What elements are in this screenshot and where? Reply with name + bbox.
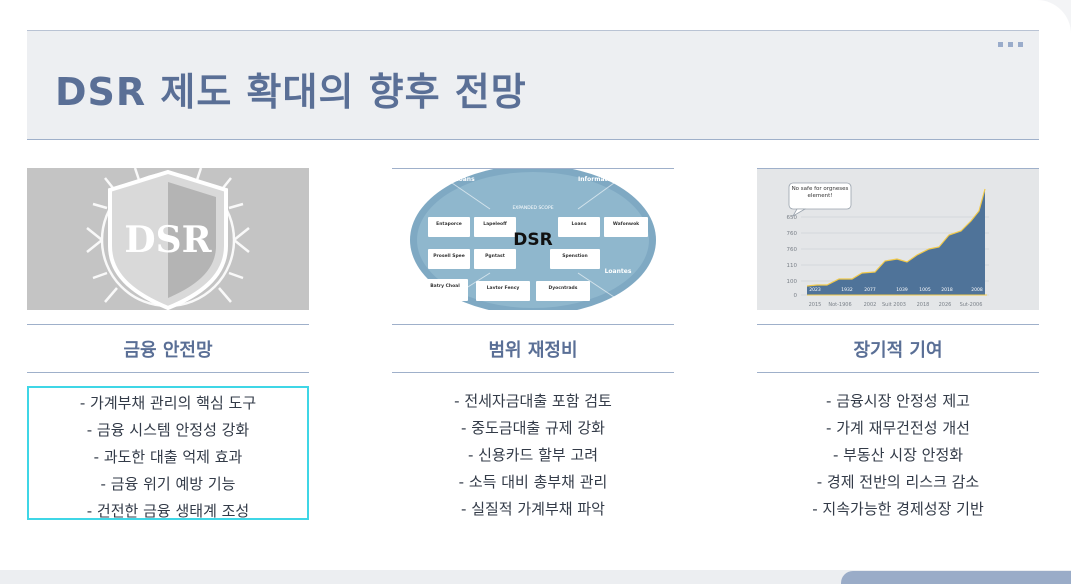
- bullet-item: - 지속가능한 경제성장 기반: [812, 500, 984, 518]
- x-tick: 2026: [939, 302, 952, 308]
- box-label: Entaporce: [436, 221, 462, 227]
- x-tick: Suit 2003: [882, 302, 906, 308]
- chart-inner-label: 2008: [971, 287, 983, 293]
- bullet-item: - 가계부채 관리의 핵심 도구: [79, 394, 257, 412]
- heading-box: 범위 재정비: [392, 324, 674, 373]
- y-tick: 0: [794, 293, 798, 299]
- bullet-item: - 금융 위기 예방 기능: [100, 475, 236, 493]
- chart-inner-label: 1932: [841, 287, 853, 293]
- chart-callout: No safe for orgneses element!: [791, 186, 849, 199]
- x-tick: 2018: [917, 302, 930, 308]
- chart-inner-label: 1039: [896, 287, 908, 293]
- more-dots-icon: [998, 42, 1023, 47]
- chart-inner-label: 1005: [919, 287, 931, 293]
- shield-icon: DSR: [86, 168, 250, 310]
- dsr-shield-image: DSR: [27, 168, 309, 310]
- scope-diagram-svg: Training Loans Informative Sdecings Loan…: [410, 169, 656, 310]
- bullet-list: - 전세자금대출 포함 검토 - 중도금대출 규제 강화 - 신용카드 할부 고…: [392, 386, 674, 520]
- growth-chart-image: 650 760 760 110 100 0 2023 1932 2077 103…: [757, 168, 1039, 310]
- x-tick: 2015: [809, 302, 822, 308]
- bullet-item: - 신용카드 할부 고려: [467, 446, 599, 464]
- slide: DSR 제도 확대의 향후 전망 DSR 금융 안전망: [0, 0, 1071, 570]
- heading-box: 장기적 기여: [757, 324, 1039, 373]
- dsr-center-label: DSR: [513, 230, 552, 250]
- bottom-strip: [0, 570, 1071, 584]
- bullet-item: - 부동산 시장 안정화: [832, 446, 964, 464]
- corner-label: Training Loans: [425, 176, 475, 183]
- bullet-list: - 금융시장 안정성 제고 - 가계 재무건전성 개선 - 부동산 시장 안정화…: [757, 386, 1039, 520]
- y-tick: 110: [787, 263, 798, 269]
- title-bar: DSR 제도 확대의 향후 전망: [27, 30, 1039, 140]
- heading-box: 금융 안전망: [27, 324, 309, 373]
- bullet-item: - 금융시장 안정성 제고: [826, 392, 970, 410]
- x-tick: 2002: [864, 302, 877, 308]
- growth-chart-svg: 650 760 760 110 100 0 2023 1932 2077 103…: [787, 182, 989, 308]
- bullet-item: - 과도한 대출 억제 효과: [93, 448, 243, 466]
- box-label: Lapeleoff: [483, 221, 507, 227]
- bullet-item: - 금융 시스템 안정성 강화: [86, 421, 250, 439]
- box-label: Batry Choal: [430, 283, 460, 289]
- column-long-term-contribution: 650 760 760 110 100 0 2023 1932 2077 103…: [757, 168, 1039, 518]
- page-title: DSR 제도 확대의 향후 전망: [55, 70, 527, 114]
- column-heading: 범위 재정비: [488, 339, 578, 361]
- box-label: Wafonwok: [613, 221, 640, 227]
- bottom-tab: [841, 571, 1071, 584]
- y-tick: 100: [787, 279, 798, 285]
- y-tick: 760: [787, 247, 798, 253]
- chart-inner-label: 2077: [864, 287, 876, 293]
- column-financial-safety-net: DSR 금융 안전망 - 가계부채 관리의 핵심 도구 - 금융 시스템 안정성…: [27, 168, 309, 520]
- y-tick: 760: [787, 231, 798, 237]
- corner-label: Informative Sdecings: [578, 176, 650, 183]
- x-tick: Sut-2006: [960, 302, 983, 308]
- bullet-item: - 경제 전반의 리스크 감소: [816, 473, 980, 491]
- bullet-item: - 소득 대비 총부채 관리: [458, 473, 608, 491]
- bullet-item: - 건전한 금융 생태계 조성: [86, 502, 250, 520]
- box-label: Dyocntrads: [549, 285, 578, 291]
- scope-label: EXPANDED SCOPE: [512, 205, 553, 211]
- corner-label: Loantes: [605, 268, 632, 275]
- column-heading: 금융 안전망: [123, 339, 213, 361]
- chart-inner-label: 2018: [941, 287, 953, 293]
- column-scope-reorganization: Training Loans Informative Sdecings Loan…: [392, 168, 674, 518]
- box-label: Lavtor Fency: [487, 285, 520, 291]
- x-tick: Not-1906: [828, 302, 851, 308]
- bullet-item: - 실질적 가계부채 파악: [461, 500, 605, 518]
- bullet-list-selected[interactable]: - 가계부채 관리의 핵심 도구 - 금융 시스템 안정성 강화 - 과도한 대…: [27, 386, 309, 520]
- box-label: Spenstion: [562, 253, 587, 259]
- bullet-item: - 중도금대출 규제 강화: [461, 419, 605, 437]
- bullet-item: - 전세자금대출 포함 검토: [454, 392, 612, 410]
- column-heading: 장기적 기여: [853, 339, 943, 361]
- bullet-item: - 가계 재무건전성 개선: [826, 419, 970, 437]
- y-tick: 650: [787, 215, 798, 221]
- shield-label: DSR: [124, 219, 212, 261]
- box-label: Loans: [572, 221, 587, 227]
- chart-inner-label: 2023: [809, 287, 821, 293]
- dsr-scope-diagram: Training Loans Informative Sdecings Loan…: [392, 168, 674, 310]
- box-label: Pgntast: [485, 253, 506, 259]
- box-label: Prosell Spee: [433, 253, 465, 259]
